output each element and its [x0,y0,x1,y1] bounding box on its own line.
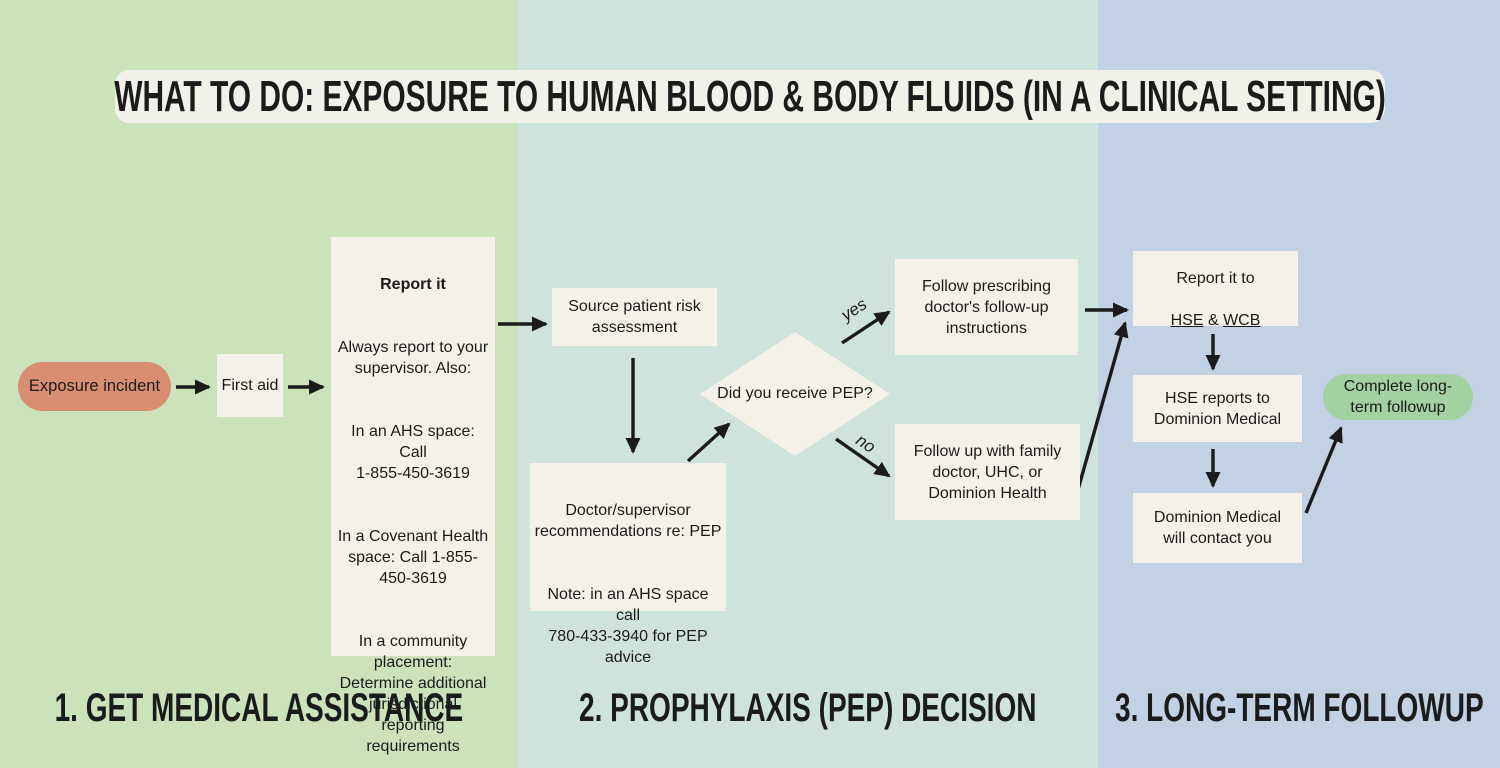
title-banner: WHAT TO DO: EXPOSURE TO HUMAN BLOOD & BO… [114,70,1386,123]
section-1-text: 1. GET MEDICAL ASSISTANCE [54,685,464,730]
ampersand-text: & [1203,311,1224,329]
report-it-ahs-text: In an AHS space: Call 1-855-450-3619 [351,423,475,482]
section-label-2: 2. PROPHYLAXIS (PEP) DECISION [518,686,1098,730]
section-label-3: 3. LONG-TERM FOLLOWUP [1098,686,1500,730]
report-hse-line1: Report it to [1176,269,1255,287]
dominion-contact-node: Dominion Medical will contact you [1133,493,1302,563]
wcb-link[interactable]: WCB [1223,311,1261,329]
report-it-community-text: In a community placement: Determine addi… [339,633,487,755]
report-it-heading: Report it [380,276,446,293]
doctor-recommendations-node: Doctor/supervisor recommendations re: PE… [530,463,726,666]
follow-prescribing-node: Follow prescribing doctor's follow-up in… [895,259,1078,355]
complete-followup-node: Complete long- term followup [1323,374,1473,420]
section-3-text: 3. LONG-TERM FOLLOWUP [1114,685,1484,730]
source-risk-node: Source patient risk assessment [552,288,717,346]
page-title: WHAT TO DO: EXPOSURE TO HUMAN BLOOD & BO… [114,71,1386,121]
doctor-recs-note: Note: in an AHS space call 780-433-3940 … [547,586,709,666]
report-hse-wcb-node: Report it to HSE & WCB [1133,251,1298,329]
report-it-node: Report it Always report to your supervis… [331,237,495,755]
report-it-covenant-text: In a Covenant Health space: Call 1-855- … [337,528,489,587]
hse-link[interactable]: HSE [1170,311,1204,329]
hse-reports-node: HSE reports to Dominion Medical [1133,375,1302,442]
doctor-recs-text: Doctor/supervisor recommendations re: PE… [534,502,722,540]
exposure-incident-node: Exposure incident [18,362,171,411]
section-2-text: 2. PROPHYLAXIS (PEP) DECISION [579,685,1037,730]
follow-up-family-node: Follow up with family doctor, UHC, or Do… [895,424,1080,520]
first-aid-node: First aid [217,354,283,417]
section-label-1: 1. GET MEDICAL ASSISTANCE [0,686,518,730]
report-it-supervisor-text: Always report to your supervisor. Also: [337,339,489,377]
